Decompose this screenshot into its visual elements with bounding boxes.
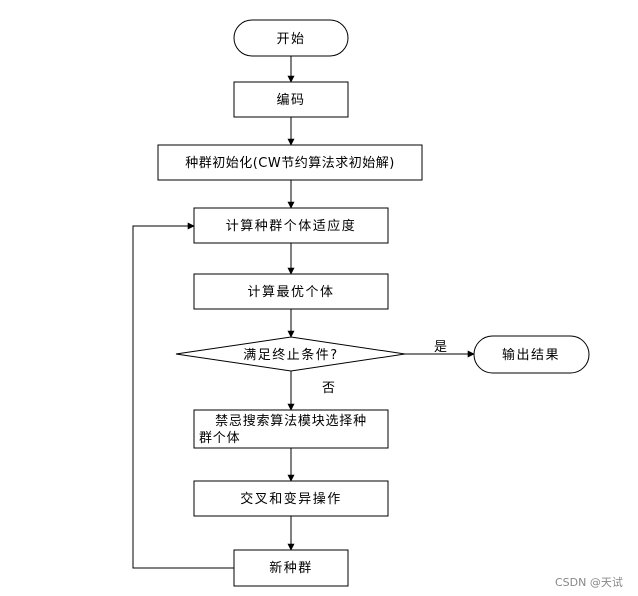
best-label: 计算最优个体	[247, 285, 334, 300]
crossover-label: 交叉和变异操作	[240, 491, 342, 507]
init-label: 种群初始化(CW节约算法求初始解)	[185, 156, 395, 171]
fitness-label: 计算种群个体适应度	[226, 218, 357, 234]
edge-label-yes: 是	[434, 340, 447, 355]
edge-label-no: 否	[322, 381, 335, 396]
tabu-label-line1: 禁忌搜索算法模块选择种	[215, 414, 367, 429]
tabu-box	[193, 409, 389, 449]
decision-label: 满足终止条件?	[243, 347, 338, 363]
encode-box	[233, 81, 349, 118]
start-label: 开始	[276, 32, 305, 47]
edge-loop-back	[132, 222, 234, 569]
new-pop-label: 新种群	[269, 560, 313, 576]
tabu-label-line2: 群个体	[199, 431, 240, 446]
encode-label: 编码	[276, 93, 305, 108]
watermark-text: CSDN @天试	[555, 576, 623, 589]
fitness-box	[193, 207, 389, 244]
output-label: 输出结果	[502, 347, 560, 363]
